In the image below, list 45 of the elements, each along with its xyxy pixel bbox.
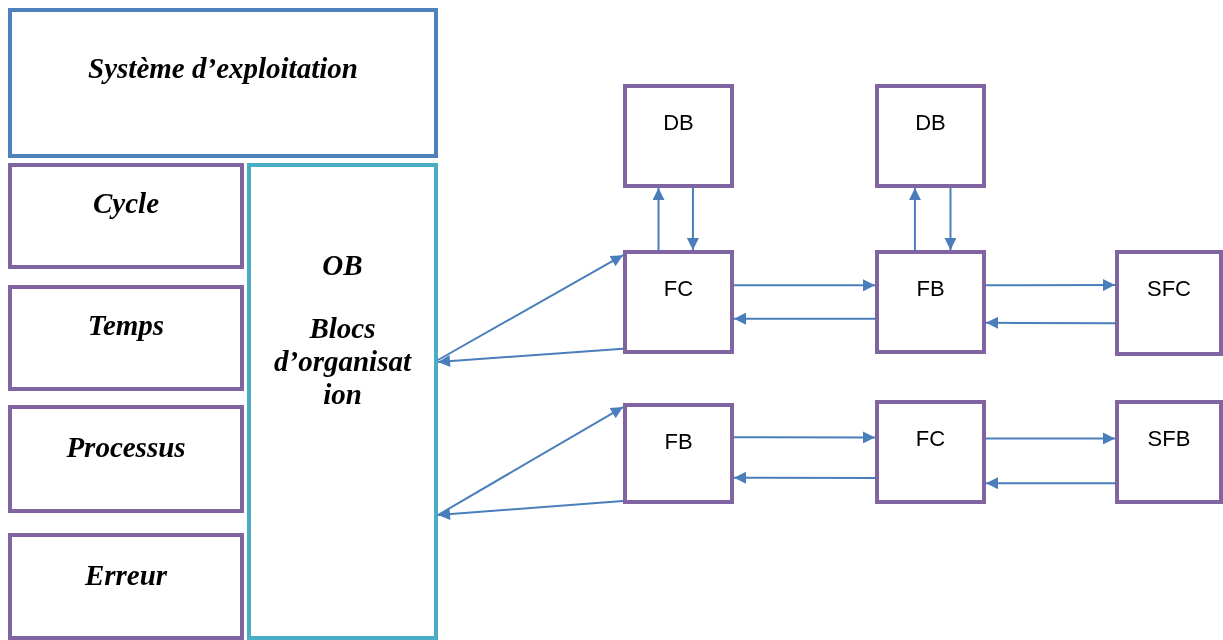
arrow [908,187,921,251]
block-box [623,84,734,188]
arrow [985,432,1116,445]
box-title: SFB [1147,426,1191,452]
box-title: Temps [87,309,165,342]
category-box [8,8,438,158]
arrow [733,471,876,484]
arrow [733,312,876,325]
box-title: FB [916,276,945,302]
box-title: FB [664,429,693,455]
arrow [437,254,624,361]
arrow [733,431,876,444]
arrow [437,499,624,521]
block-box [875,250,986,354]
box-title: Erreur [84,559,168,592]
category-box [8,405,244,513]
block-box [623,403,734,504]
category-box [8,285,244,391]
category-box [8,533,244,640]
block-box [875,84,986,188]
arrow [985,477,1116,490]
box-title: FC [915,426,946,452]
category-box [8,163,244,269]
box-title: FC [663,276,694,302]
box-title: DB [663,110,694,136]
arrow [733,279,876,292]
block-box [623,250,734,354]
box-title: OB [321,249,364,282]
block-box [1115,250,1223,356]
block-box [1115,400,1223,504]
arrow [944,187,957,251]
box-title: DB [915,110,946,136]
arrow [985,316,1116,329]
arrow [686,187,699,251]
box-title: SFC [1147,276,1191,302]
organization-blocks-box [247,163,438,640]
arrow [437,406,624,517]
arrow [985,279,1116,291]
arrow [437,347,624,368]
box-title: Processus [66,431,186,464]
box-title: Système d’exploitation [88,52,358,85]
box-title: Cycle [93,187,159,220]
arrow [652,187,665,251]
box-subtitle: Blocs d’organisation [273,312,413,411]
block-box [875,400,986,504]
